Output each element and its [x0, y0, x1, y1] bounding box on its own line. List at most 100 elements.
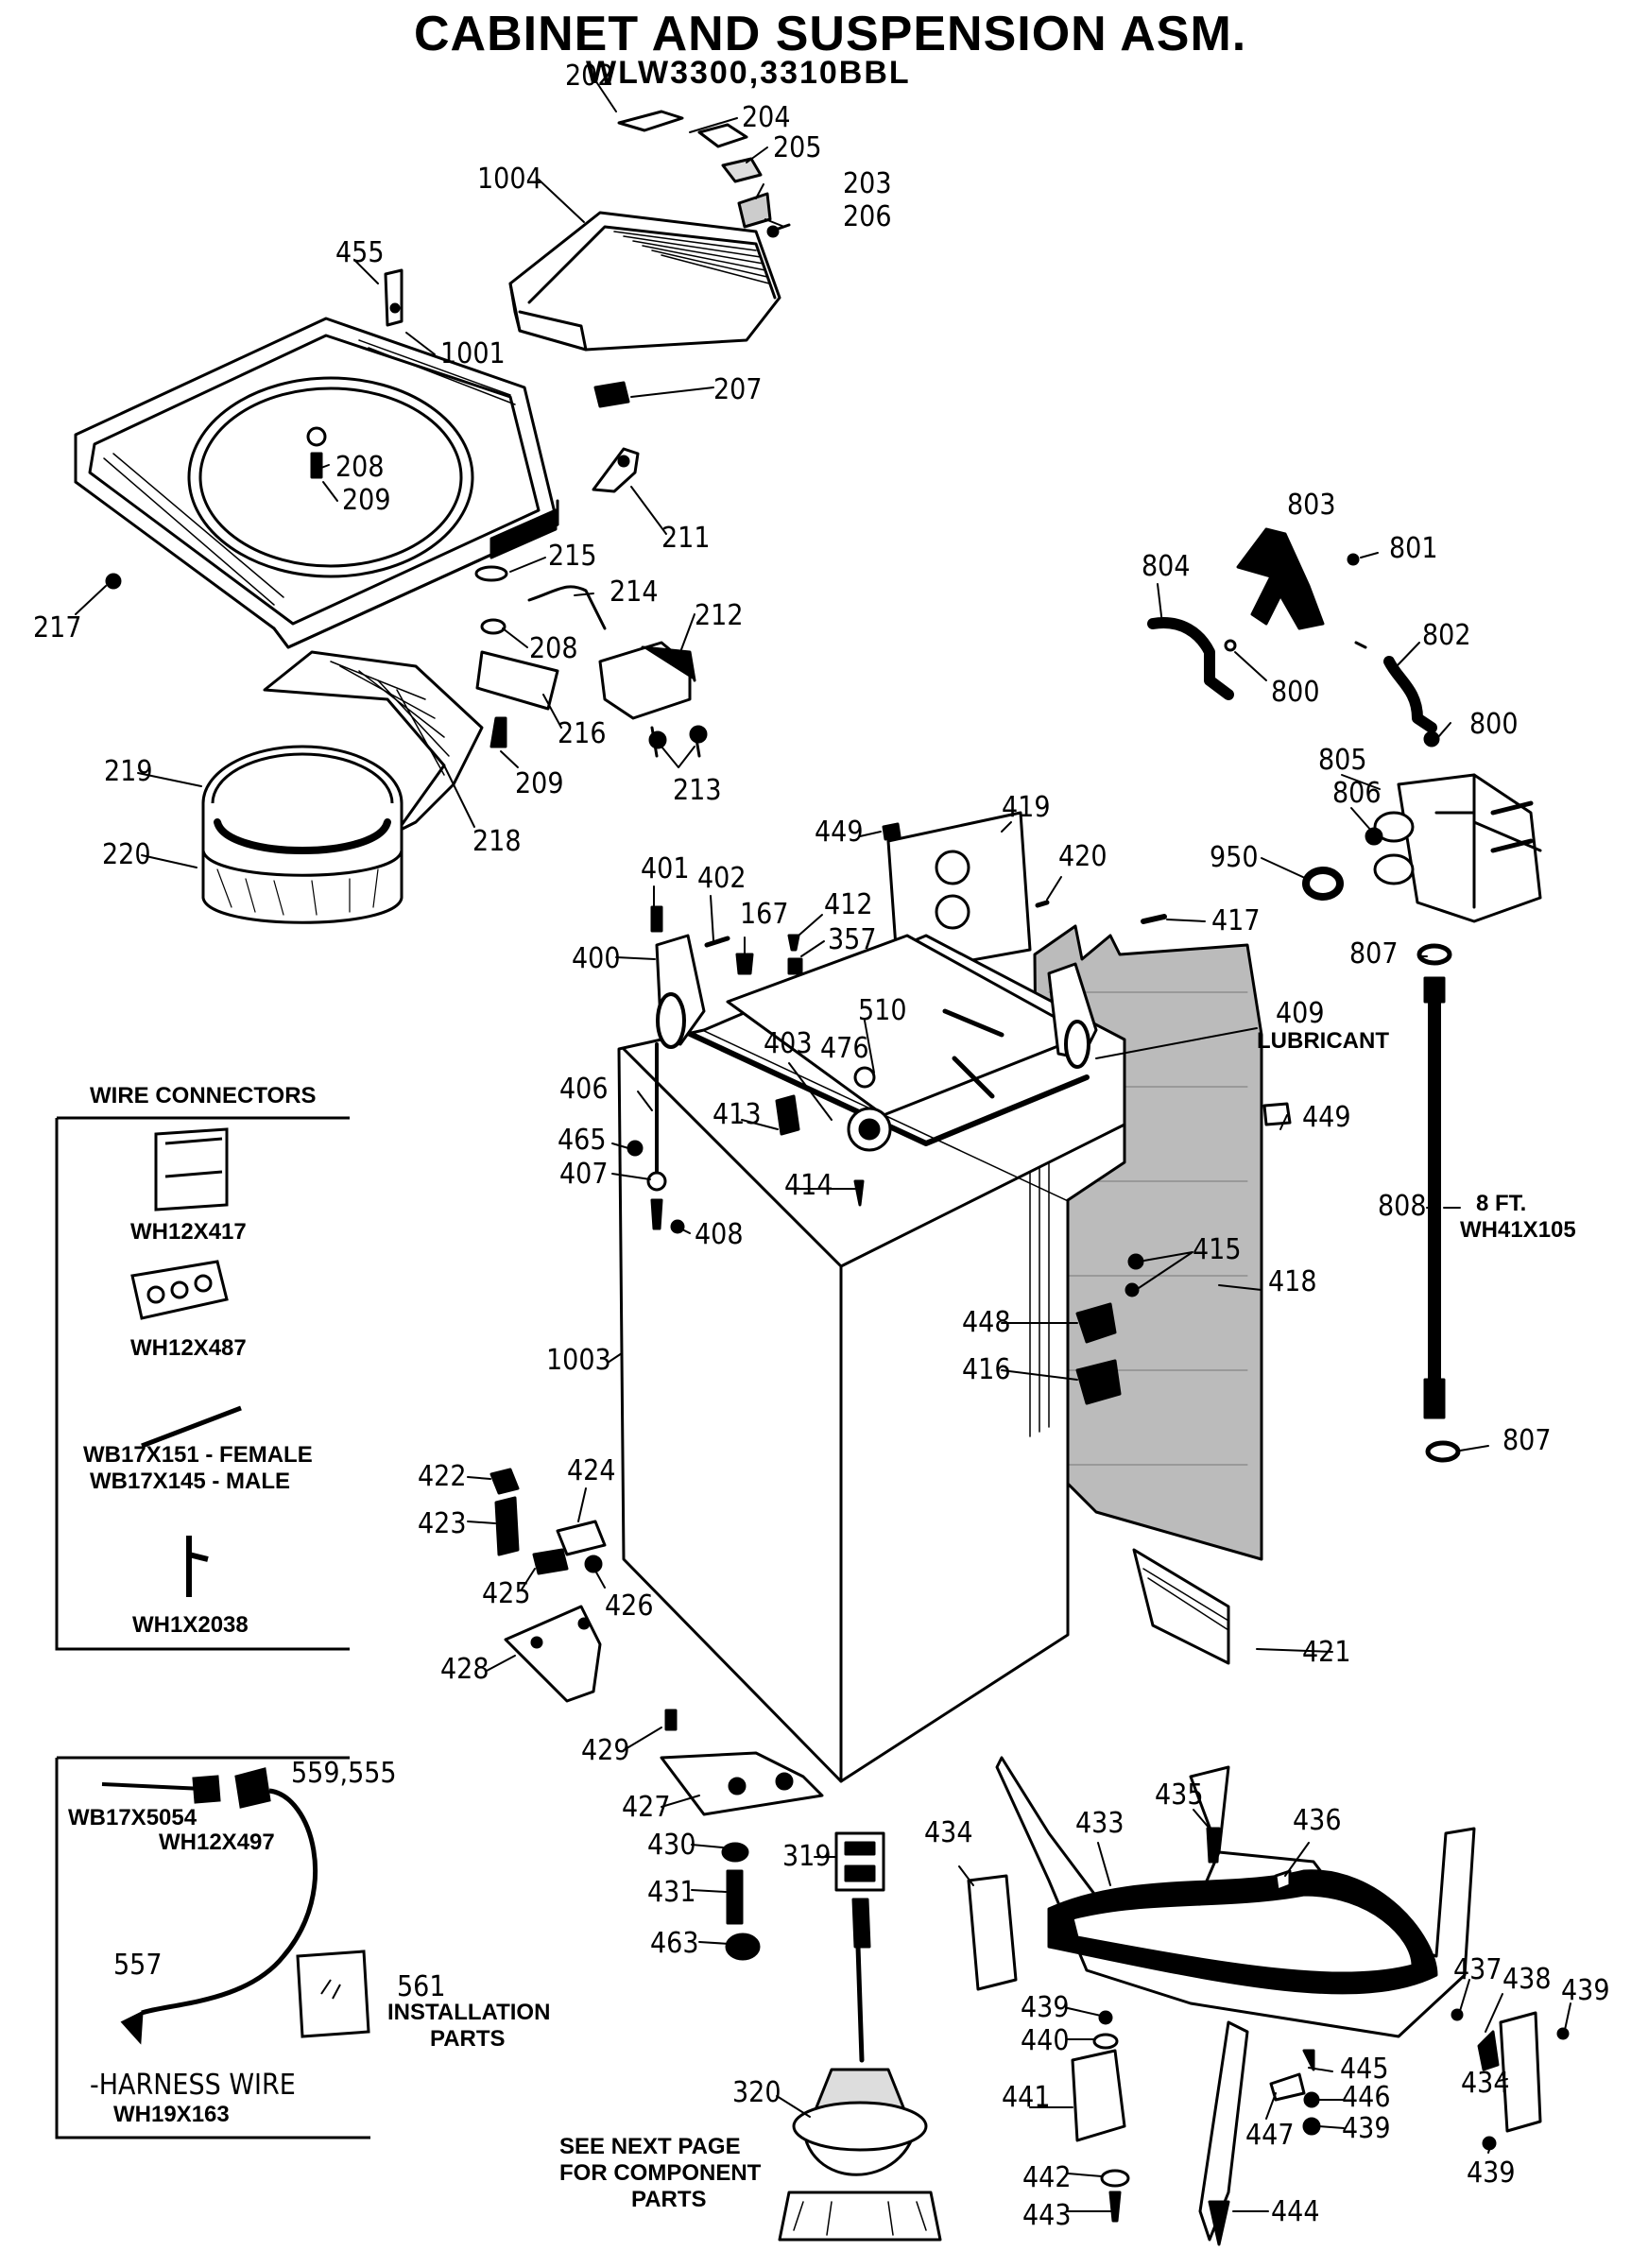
callout-950: 950 — [1210, 841, 1259, 874]
hoses-800s — [1147, 527, 1440, 747]
model-number: WLW3300,3310BBL — [586, 55, 911, 91]
hose-length-note: 8 FT. — [1476, 1191, 1527, 1216]
installation-parts-line1: INSTALLATION — [387, 2000, 551, 2025]
callout-419: 419 — [1002, 791, 1051, 824]
callout-421: 421 — [1302, 1636, 1351, 1669]
harness-part-number: WH19X163 — [113, 2102, 230, 2127]
callout-439c: 439 — [1342, 2112, 1391, 2145]
callout-808: 808 — [1378, 1190, 1427, 1223]
callout-1001: 1001 — [440, 337, 506, 370]
callout-320: 320 — [732, 2076, 781, 2109]
callout-439d: 439 — [1467, 2156, 1516, 2190]
callout-207: 207 — [713, 373, 763, 406]
callout-208b: 208 — [529, 632, 578, 665]
callout-416: 416 — [962, 1353, 1011, 1386]
callout-209a: 209 — [342, 484, 391, 517]
callout-400: 400 — [572, 942, 621, 975]
part-wh12x497: WH12X497 — [159, 1830, 275, 1855]
cabinet-1003 — [617, 934, 1126, 1783]
see-next-page-line1: SEE NEXT PAGE — [559, 2134, 741, 2159]
callout-429: 429 — [581, 1734, 630, 1767]
callout-1004: 1004 — [477, 163, 542, 196]
callout-220: 220 — [102, 838, 151, 871]
callout-427: 427 — [622, 1791, 671, 1824]
lubricant-note: LUBRICANT — [1257, 1028, 1389, 1054]
part-wb17x5054: WB17X5054 — [68, 1805, 197, 1830]
callout-428: 428 — [440, 1653, 489, 1686]
callout-463: 463 — [650, 1927, 699, 1960]
callout-802: 802 — [1422, 619, 1471, 652]
callout-449b: 449 — [1302, 1101, 1351, 1134]
connector-wh12x417: WH12X417 — [130, 1219, 247, 1245]
wire-connectors-heading: WIRE CONNECTORS — [90, 1083, 317, 1108]
callout-209b: 209 — [515, 767, 564, 800]
connector-wb17x151: WB17X151 - FEMALE — [83, 1442, 313, 1468]
callout-561: 561 — [397, 1970, 446, 2003]
callout-211: 211 — [661, 522, 711, 555]
top-cover-1001 — [74, 317, 559, 649]
callout-805: 805 — [1318, 744, 1367, 777]
callout-441: 441 — [1002, 2081, 1051, 2114]
page-title: CABINET AND SUSPENSION ASM. — [414, 7, 1247, 61]
callout-408: 408 — [695, 1218, 744, 1251]
callout-413: 413 — [712, 1098, 762, 1131]
callout-803: 803 — [1287, 489, 1336, 522]
callout-418: 418 — [1268, 1265, 1317, 1298]
callout-409: 409 — [1276, 997, 1325, 1030]
callout-448: 448 — [962, 1306, 1011, 1339]
callout-434a: 434 — [924, 1816, 973, 1849]
hose-part-number: WH41X105 — [1460, 1217, 1576, 1243]
callout-437: 437 — [1453, 1953, 1502, 1986]
callout-557: 557 — [113, 1949, 163, 1982]
callout-401: 401 — [641, 852, 690, 885]
callout-510: 510 — [858, 994, 907, 1027]
callout-425: 425 — [482, 1577, 531, 1610]
callout-212: 212 — [695, 599, 744, 632]
callout-424: 424 — [567, 1454, 616, 1487]
callout-439a: 439 — [1561, 1974, 1610, 2007]
installation-parts-line2: PARTS — [430, 2026, 506, 2052]
callout-455: 455 — [335, 236, 385, 269]
callout-412: 412 — [824, 888, 873, 921]
callout-800a: 800 — [1271, 676, 1320, 709]
callout-439b: 439 — [1021, 1991, 1070, 2024]
callout-806: 806 — [1332, 777, 1382, 810]
callout-214: 214 — [609, 576, 659, 609]
callout-431: 431 — [647, 1876, 696, 1909]
connector-wh1x2038: WH1X2038 — [132, 1612, 249, 1638]
callout-402: 402 — [697, 862, 747, 895]
front-hardware — [489, 1468, 824, 1961]
callout-438: 438 — [1502, 1963, 1552, 1996]
callout-434b: 434 — [1461, 2067, 1510, 2100]
callout-430: 430 — [647, 1829, 696, 1862]
callout-476: 476 — [820, 1032, 869, 1065]
callout-435: 435 — [1155, 1778, 1204, 1812]
connector-wb17x145: WB17X145 - MALE — [90, 1469, 291, 1494]
callout-167: 167 — [740, 898, 789, 931]
callout-449a: 449 — [815, 816, 864, 849]
callout-414: 414 — [784, 1169, 833, 1202]
callout-216: 216 — [558, 717, 607, 750]
callout-319: 319 — [782, 1840, 832, 1873]
water-valve-805 — [1365, 773, 1542, 923]
inlet-hose-808 — [1416, 943, 1461, 1463]
see-next-page-line2: FOR COMPONENT — [559, 2160, 762, 2186]
callout-1003: 1003 — [546, 1344, 611, 1377]
suspension-base-433 — [995, 1756, 1476, 2246]
callout-217: 217 — [33, 611, 82, 644]
callout-446: 446 — [1342, 2081, 1391, 2114]
callout-202: 202 — [565, 60, 614, 93]
callout-807b: 807 — [1502, 1424, 1552, 1457]
callout-203: 203 — [843, 167, 892, 200]
drive-assembly — [778, 1831, 942, 2242]
callout-447: 447 — [1245, 2119, 1295, 2152]
callout-443: 443 — [1022, 2199, 1072, 2232]
callout-407: 407 — [559, 1158, 609, 1191]
callout-433: 433 — [1075, 1807, 1125, 1840]
callout-215: 215 — [548, 540, 597, 573]
callout-417: 417 — [1211, 904, 1261, 937]
callout-219: 219 — [104, 755, 153, 788]
callout-436: 436 — [1293, 1804, 1342, 1837]
tub-ring — [201, 650, 484, 924]
